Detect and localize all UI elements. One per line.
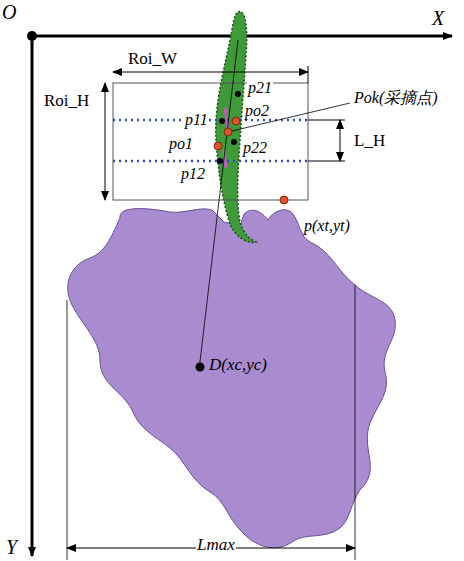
label: Lmax (196, 536, 236, 553)
label: Roi_H (44, 92, 89, 109)
label: O (2, 2, 16, 22)
label: X (432, 8, 444, 28)
label: Pok(采摘点) (353, 90, 439, 106)
label: p(xt,yt) (304, 218, 350, 234)
label: D(xc,yc) (209, 356, 267, 373)
label: p22 (242, 140, 268, 156)
label: L_H (354, 132, 385, 149)
label: Y (6, 537, 17, 557)
label: p21 (247, 80, 273, 96)
label: po2 (244, 103, 270, 119)
label: Roi_W (128, 50, 177, 67)
label: po1 (168, 136, 194, 152)
label: p12 (180, 166, 206, 182)
label: p11 (184, 112, 209, 128)
